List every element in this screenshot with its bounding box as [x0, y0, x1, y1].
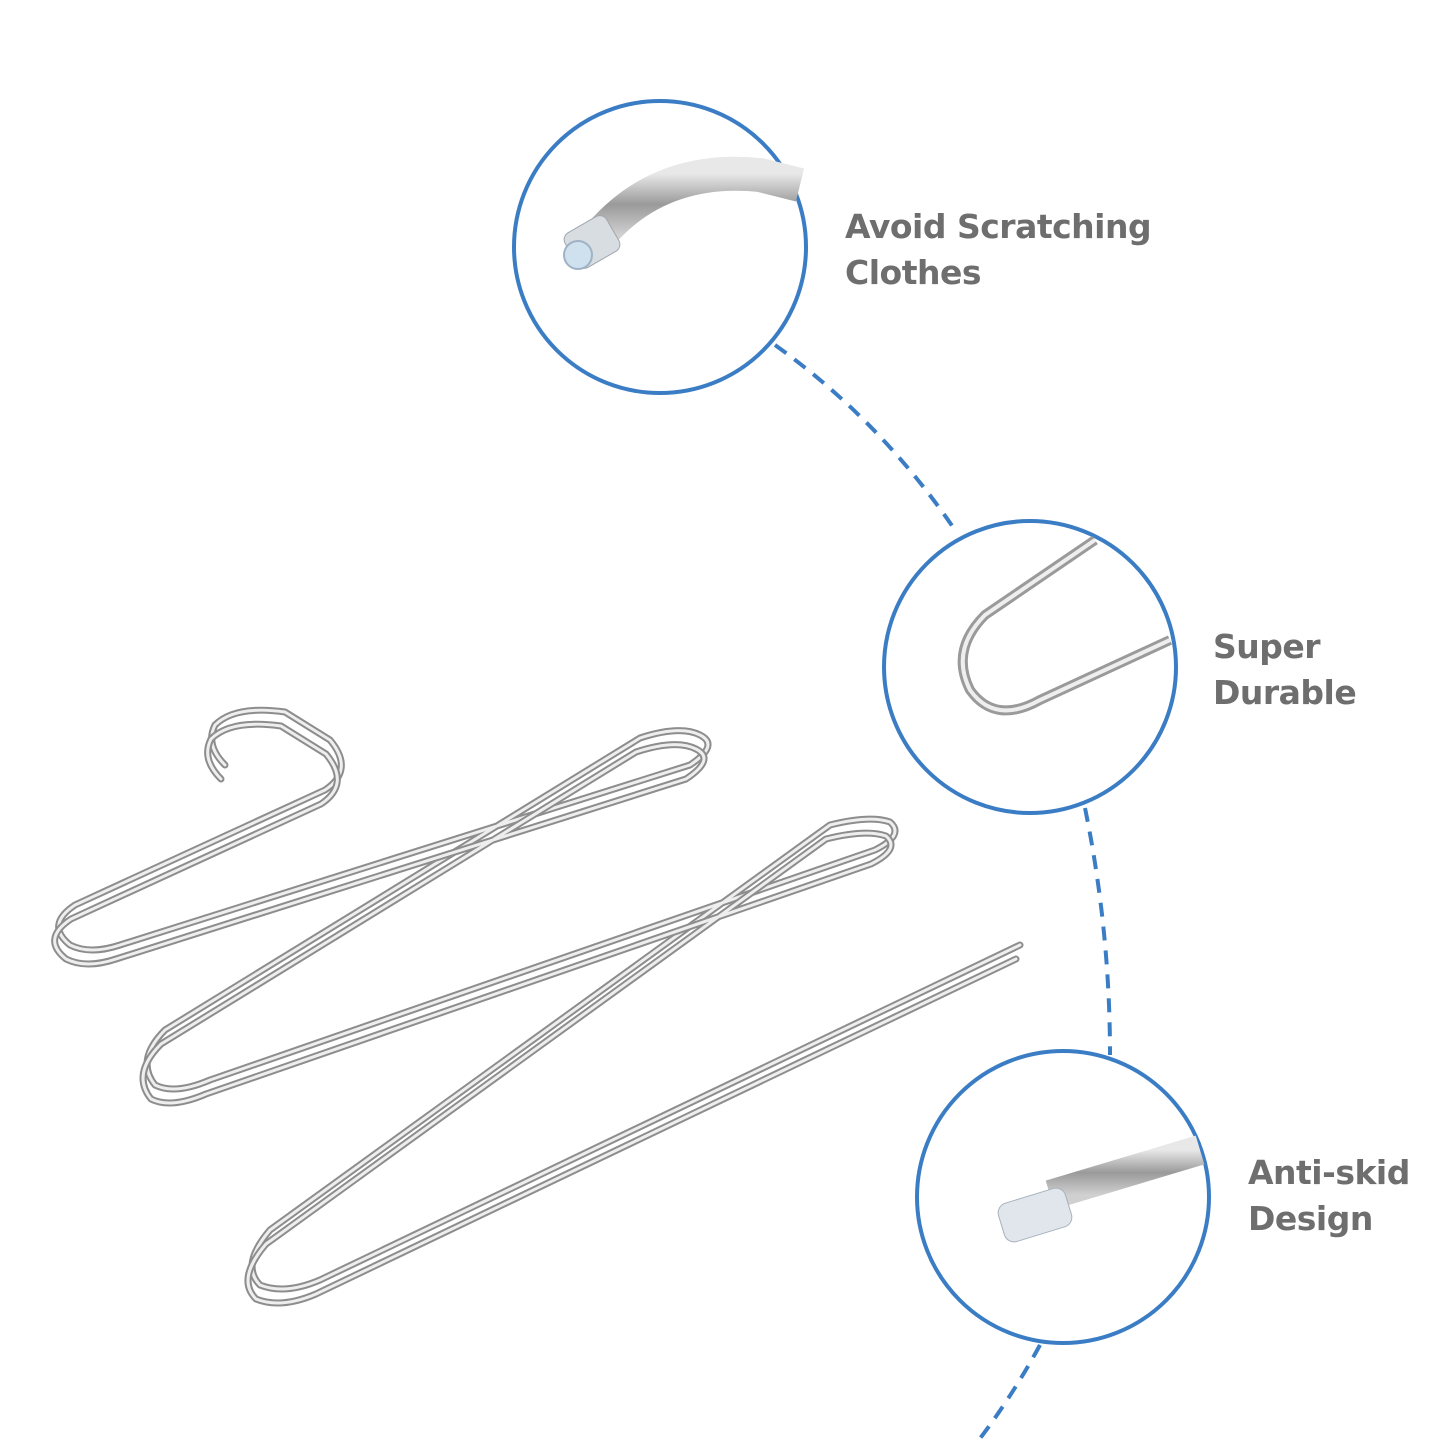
feature-label-line: Anti-skid — [1248, 1153, 1410, 1192]
dashed-connector — [773, 343, 1112, 1445]
s-shaped-pants-hanger — [55, 706, 1024, 1303]
feature-closeup-2 — [882, 519, 1178, 815]
feature-label-line: Avoid Scratching — [845, 207, 1152, 246]
feature-label-line: Durable — [1213, 673, 1357, 712]
feature-label-anti-skid: Anti-skid Design — [1248, 1150, 1410, 1242]
feature-label-line: Clothes — [845, 253, 982, 292]
feature-label-super-durable: Super Durable — [1213, 624, 1357, 716]
feature-label-avoid-scratching: Avoid Scratching Clothes — [845, 204, 1152, 296]
feature-label-line: Super — [1213, 627, 1321, 666]
feature-closeup-1 — [512, 99, 808, 395]
feature-label-line: Design — [1248, 1199, 1373, 1238]
feature-closeup-3 — [915, 1049, 1211, 1345]
